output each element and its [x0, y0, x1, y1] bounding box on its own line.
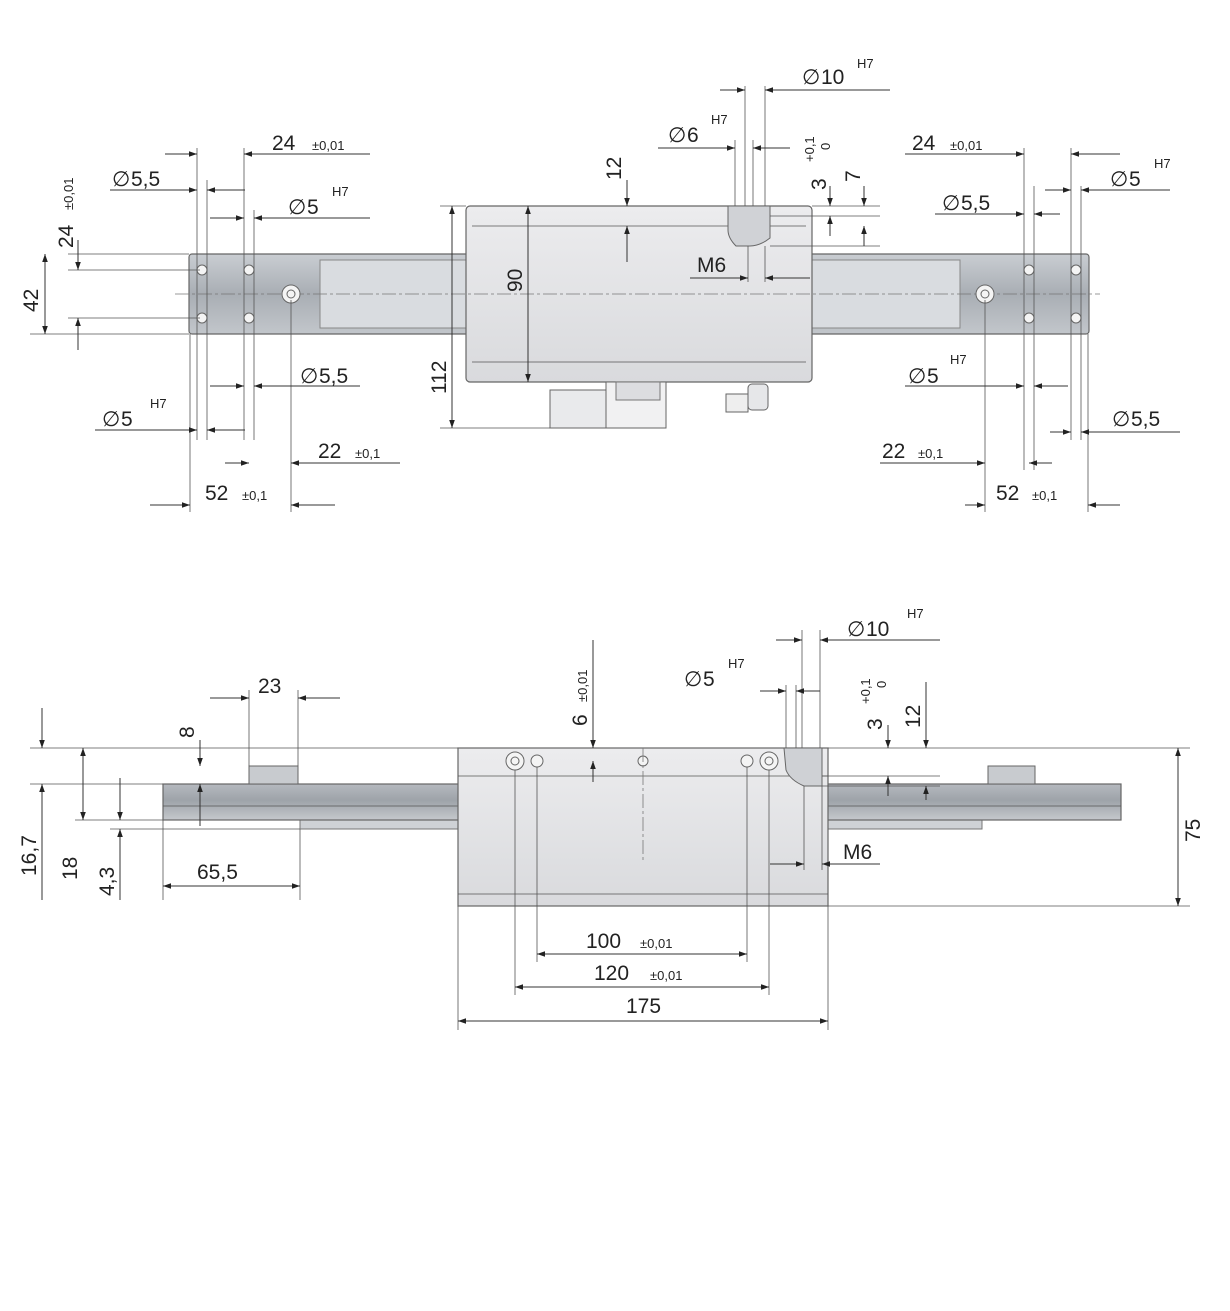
- tv-depth-3: 3: [808, 178, 831, 190]
- tv-right-hole-a-symbol: ∅: [1110, 168, 1128, 191]
- sv-total-width: 175: [626, 995, 661, 1018]
- tv-right-pitch-tol: ±0,01: [950, 138, 982, 153]
- tv-left-pitch: 24: [272, 132, 296, 155]
- sv-bore-large-symbol: ∅: [847, 618, 865, 641]
- sv-bore-small-symbol: ∅: [684, 668, 702, 691]
- tv-width-42: 42: [20, 289, 43, 312]
- tv-left-hole-c: 5,5: [319, 365, 348, 388]
- tv-left-hole-b: 5: [307, 196, 319, 219]
- tv-left-hole-d-fit: H7: [150, 396, 167, 411]
- tv-right-hole-a: 5: [1129, 168, 1141, 191]
- sv-thread: M6: [843, 841, 872, 864]
- tv-tol-lower: 0: [818, 143, 833, 150]
- sv-tol-lower: 0: [874, 681, 889, 688]
- tv-right-offset-tol: ±0,1: [918, 446, 943, 461]
- tv-carriage-90: 90: [504, 269, 527, 292]
- sv-bore-large: 10: [866, 618, 889, 641]
- side-bore-section: [783, 747, 823, 787]
- tv-right-length: 52: [996, 482, 1019, 505]
- tv-bore-small-fit: H7: [711, 112, 728, 127]
- sv-pitch-inner: 100: [586, 930, 621, 953]
- tv-right-length-tol: ±0,1: [1032, 488, 1057, 503]
- sv-tol-upper: +0,1: [858, 678, 873, 704]
- tv-bore-large: 10: [821, 66, 844, 89]
- tv-carriage-12: 12: [603, 157, 626, 180]
- sv-bore-small: 5: [703, 668, 715, 691]
- tv-left-hole-d-symbol: ∅: [102, 408, 120, 431]
- tv-right-pitch: 24: [912, 132, 936, 155]
- connector-fitting: [549, 381, 667, 429]
- tv-tol-upper: +0,1: [802, 136, 817, 162]
- pneumatic-elbow: [725, 383, 769, 413]
- tv-left-hole-c-symbol: ∅: [300, 365, 318, 388]
- tv-depth-7: 7: [842, 170, 865, 182]
- sv-total-height: 75: [1182, 819, 1205, 842]
- tv-right-hole-d-symbol: ∅: [1112, 408, 1130, 431]
- sv-rail-h2: 18: [59, 857, 82, 880]
- sv-depth-a: 3: [864, 718, 887, 730]
- sv-pitch-outer: 120: [594, 962, 629, 985]
- sv-bore-large-fit: H7: [907, 606, 924, 621]
- tv-vertical-pitch-tol: ±0,01: [61, 178, 76, 210]
- sv-center-offset-tol: ±0,01: [575, 670, 590, 702]
- tv-left-hole-b-fit: H7: [332, 184, 349, 199]
- tv-carriage-112: 112: [428, 361, 451, 394]
- tv-left-length-tol: ±0,1: [242, 488, 267, 503]
- tv-right-offset: 22: [882, 440, 905, 463]
- sv-depth-b: 12: [902, 705, 925, 728]
- tv-right-hole-c-fit: H7: [950, 352, 967, 367]
- tv-left-length: 52: [205, 482, 228, 505]
- sv-overhang: 65,5: [197, 861, 238, 884]
- tv-bore-small: 6: [687, 124, 699, 147]
- sv-rail-h3: 4,3: [96, 867, 119, 896]
- tv-right-hole-d: 5,5: [1131, 408, 1160, 431]
- tv-left-hole-a-symbol: ∅: [112, 168, 130, 191]
- tv-right-hole-c: 5: [927, 365, 939, 388]
- carriage-bore-section: [727, 205, 771, 247]
- side-left-stop: [248, 765, 299, 785]
- sv-pitch-inner-tol: ±0,01: [640, 936, 672, 951]
- tv-right-hole-c-symbol: ∅: [908, 365, 926, 388]
- tv-bore-large-symbol: ∅: [802, 66, 820, 89]
- tv-right-hole-a-fit: H7: [1154, 156, 1171, 171]
- tv-left-offset-tol: ±0,1: [355, 446, 380, 461]
- tv-left-pitch-tol: ±0,01: [312, 138, 344, 153]
- sv-block-width: 23: [258, 675, 281, 698]
- sv-pitch-outer-tol: ±0,01: [650, 968, 682, 983]
- tv-left-offset: 22: [318, 440, 341, 463]
- side-right-stop: [987, 765, 1036, 785]
- top-view: 24 ±0,01 ∅ 5,5 ∅ 5 H7 24 ±0,01 42 ∅ 5,5 …: [20, 56, 1180, 512]
- sv-block-height: 8: [176, 726, 199, 738]
- side-view: 23 8 16,7 18 4,3 65,5 6 ±0,01 ∅ 5 H7 ∅ 1…: [18, 606, 1205, 1030]
- tv-bore-small-symbol: ∅: [668, 124, 686, 147]
- tv-left-hole-d: 5: [121, 408, 133, 431]
- tv-right-hole-b-symbol: ∅: [942, 192, 960, 215]
- sv-center-offset: 6: [569, 714, 592, 726]
- tv-right-hole-b: 5,5: [961, 192, 990, 215]
- tv-left-hole-b-symbol: ∅: [288, 196, 306, 219]
- tv-vertical-pitch: 24: [55, 224, 78, 248]
- tv-thread: M6: [697, 254, 726, 277]
- tv-left-hole-a: 5,5: [131, 168, 160, 191]
- sv-rail-h1: 16,7: [18, 835, 41, 876]
- sv-bore-small-fit: H7: [728, 656, 745, 671]
- tv-bore-large-fit: H7: [857, 56, 874, 71]
